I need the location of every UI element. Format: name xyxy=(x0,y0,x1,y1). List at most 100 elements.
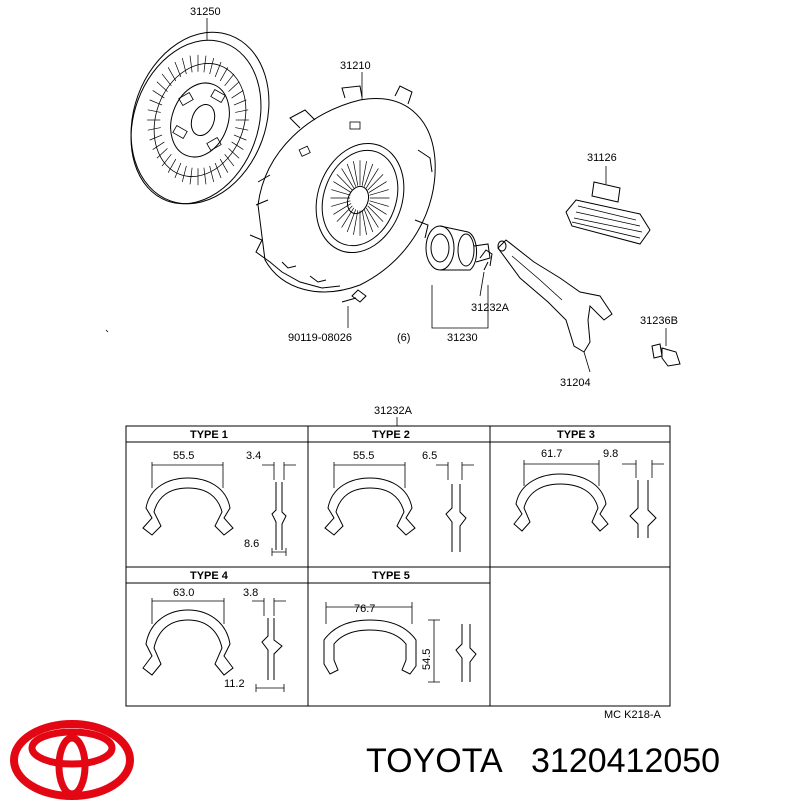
type-1-depth: 8.6 xyxy=(244,538,259,550)
hatch-line xyxy=(224,153,235,167)
toyota-logo xyxy=(10,720,134,800)
type-1-clip-drawing xyxy=(142,462,296,556)
hatch-line xyxy=(156,81,168,92)
type-5-clip-drawing xyxy=(323,602,477,683)
hatch-line xyxy=(228,81,240,92)
hatch-line xyxy=(233,99,247,106)
hatch-line xyxy=(235,127,249,131)
hatch-line xyxy=(331,200,351,207)
hatch-line xyxy=(367,205,384,222)
hatch-line xyxy=(361,210,367,235)
hatch-line xyxy=(147,109,161,113)
hatch-line xyxy=(331,189,351,196)
hatch-line xyxy=(156,148,168,159)
part-label-fork-bolt: 31236B xyxy=(640,315,678,327)
hatch-line xyxy=(147,127,161,131)
part-label-bolt: 90119-08026 xyxy=(288,332,352,344)
release-bearing-drawing xyxy=(425,225,491,271)
type-5-height: 54.5 xyxy=(421,649,433,670)
hatch-line xyxy=(189,167,193,185)
hatch-line xyxy=(353,161,359,186)
hatch-line xyxy=(219,67,229,82)
type-1-thickness: 3.4 xyxy=(246,450,261,462)
hatch-line xyxy=(149,134,163,141)
part-label-cover: 31210 xyxy=(340,60,371,72)
hatch-line xyxy=(231,90,244,99)
type-table xyxy=(125,425,671,707)
part-label-disc: 31250 xyxy=(190,6,221,18)
type-2-width: 55.5 xyxy=(353,450,374,462)
hatch-line xyxy=(231,141,244,150)
hatch-line xyxy=(365,168,379,189)
type-4-depth: 11.2 xyxy=(224,678,245,690)
reference-code: MC K218-A xyxy=(604,709,662,721)
part-label-fork: 31204 xyxy=(560,377,591,389)
part-label-clip: 31232A xyxy=(471,302,510,314)
hatch-line xyxy=(367,174,384,191)
hatch-line xyxy=(361,161,367,186)
hatch-line xyxy=(203,167,207,185)
hatch-line xyxy=(181,165,187,182)
type-2-clip-drawing xyxy=(324,462,474,552)
boot-drawing xyxy=(565,181,651,245)
type-3-thickness: 9.8 xyxy=(603,448,618,460)
type-1-width: 55.5 xyxy=(173,450,194,462)
part-number: 3120412050 xyxy=(531,742,720,780)
hatch-line xyxy=(167,158,177,173)
hatch-line xyxy=(224,73,235,87)
hatch-line xyxy=(336,205,353,222)
hatch-line xyxy=(363,209,374,233)
hatch-line xyxy=(346,209,357,233)
type-4-header: TYPE 4 xyxy=(190,570,229,582)
part-label-boot: 31126 xyxy=(587,152,617,164)
type-4-thickness: 3.8 xyxy=(243,587,258,599)
hatch-line xyxy=(189,55,193,73)
bolt-drawing xyxy=(341,289,367,303)
hatch-line xyxy=(203,55,207,73)
type-3-header: TYPE 3 xyxy=(557,429,595,441)
hatch-line xyxy=(336,174,353,191)
hatch-line xyxy=(368,181,387,193)
clip-drawing xyxy=(479,249,493,271)
hatch-line xyxy=(369,189,389,196)
hatch-line xyxy=(365,207,379,228)
hatch-line xyxy=(149,99,163,106)
hatch-line xyxy=(161,153,172,167)
hatch-line xyxy=(167,67,177,82)
release-fork-drawing xyxy=(497,239,613,353)
hatch-line xyxy=(369,200,389,207)
hatch-line xyxy=(214,61,222,78)
hatch-line xyxy=(353,210,359,235)
hatch-line xyxy=(161,73,172,87)
hatch-line xyxy=(363,163,374,187)
type-2-thickness: 6.5 xyxy=(422,450,437,462)
clip-leader xyxy=(479,271,485,297)
hatch-line xyxy=(333,203,352,215)
hatch-line xyxy=(214,162,222,179)
hatch-line xyxy=(346,163,357,187)
hatch-line xyxy=(368,203,387,215)
fork-bolt-drawing xyxy=(651,343,681,367)
clutch-cover-drawing xyxy=(249,85,436,293)
brand-name: TOYOTA xyxy=(366,742,503,780)
type-3-width: 61.7 xyxy=(541,448,562,460)
hatch-line xyxy=(333,181,352,193)
clutch-disc-drawing xyxy=(130,31,270,205)
hatch-line xyxy=(219,158,229,173)
hatch-line xyxy=(152,141,165,150)
bearing-bracket xyxy=(431,285,489,329)
hatch-line xyxy=(181,58,187,75)
hatch-line xyxy=(341,168,355,189)
type-4-width: 63.0 xyxy=(173,587,194,599)
hatch-line xyxy=(233,134,247,141)
type-2-header: TYPE 2 xyxy=(372,429,410,441)
type-3-clip-drawing xyxy=(513,460,664,538)
table-title: 31232A xyxy=(374,405,413,417)
hatch-line xyxy=(174,162,182,179)
type-5-width: 76.7 xyxy=(354,603,375,615)
hatch-line xyxy=(235,109,249,113)
stray-mark xyxy=(105,329,109,333)
hatch-line xyxy=(209,58,215,75)
part-label-bearing: 31230 xyxy=(447,332,478,344)
